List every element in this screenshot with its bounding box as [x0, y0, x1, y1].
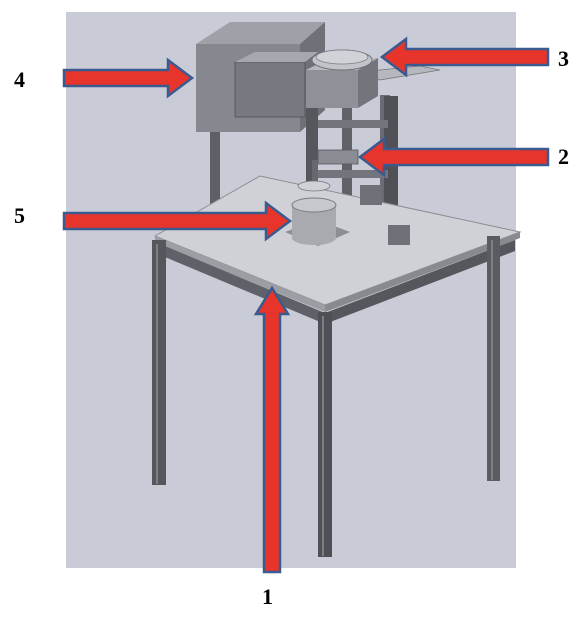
leg-highlight-center	[322, 316, 324, 556]
leg-front-center	[318, 312, 332, 557]
tower-crossbar-2	[318, 170, 388, 178]
enclosure-4-top	[196, 22, 325, 44]
label-3: 3	[558, 46, 569, 71]
label-4: 4	[14, 67, 25, 92]
tower-crossbar-1	[318, 120, 388, 128]
enclosure-4-inner-box	[234, 61, 306, 118]
label-1: 1	[262, 584, 273, 609]
module-2-shaft	[312, 160, 318, 188]
arrow-5	[62, 200, 293, 242]
module-5-cylinder-bottom	[292, 231, 336, 245]
table-frame-right	[325, 240, 515, 324]
leg-highlight-left	[156, 244, 158, 484]
table-frame-front	[160, 244, 325, 324]
tower-foot-right	[388, 225, 410, 245]
arrow-4	[62, 57, 195, 99]
leg-front-right	[487, 236, 500, 481]
callout-arrows	[62, 36, 550, 574]
frame-upright-back-left	[210, 60, 220, 210]
table-top-right-edge	[325, 232, 520, 312]
module-5-cylinder-top	[291, 197, 337, 213]
module-3-disc-top	[315, 49, 369, 65]
enclosure-4-inner-box-top	[235, 52, 318, 62]
module-3-front	[306, 70, 358, 108]
arrow-3	[379, 36, 550, 78]
table-top-front-edge	[155, 236, 325, 312]
leg-highlight-right	[491, 240, 493, 480]
label-2: 2	[558, 144, 569, 169]
arrow-2	[357, 136, 550, 178]
arrow-1	[253, 285, 291, 574]
module-5-small-disc	[297, 180, 331, 192]
label-5: 5	[14, 203, 25, 228]
leg-front-left	[152, 240, 166, 485]
tower-foot-left	[360, 185, 382, 205]
module-2-bracket	[317, 149, 359, 165]
module-3-side	[358, 58, 378, 108]
